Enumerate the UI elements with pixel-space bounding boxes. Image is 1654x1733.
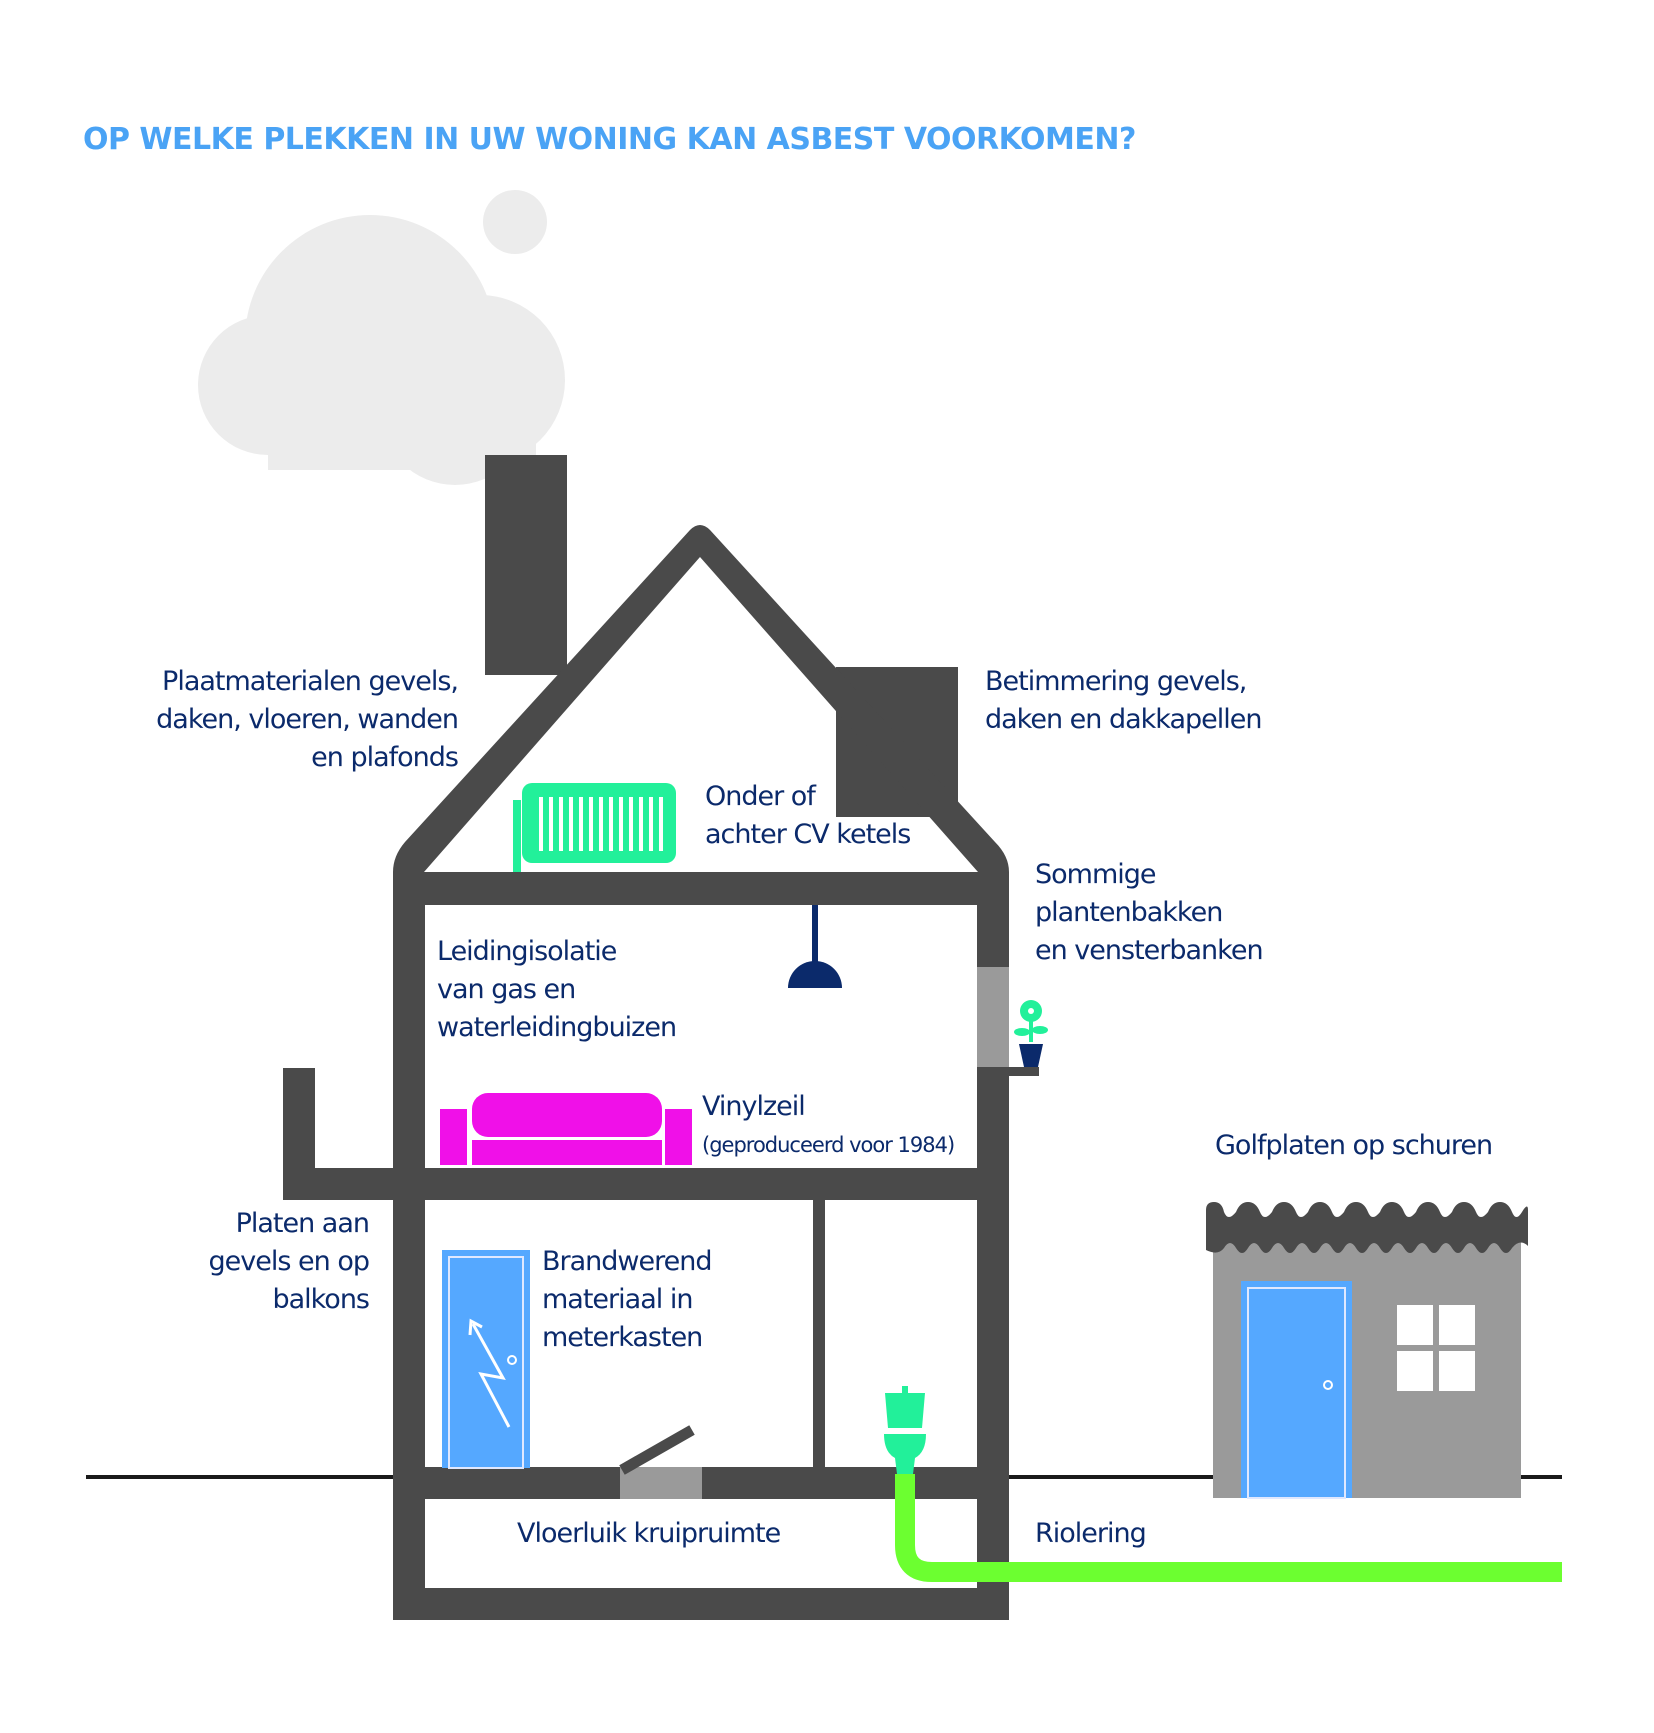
label-line: daken en dakkapellen (985, 704, 1262, 735)
sill-ledge (977, 1067, 1039, 1076)
sewer-pipe-icon (895, 1474, 1562, 1582)
label-line: (geproduceerd voor 1984) (702, 1133, 955, 1157)
label-line: Vinylzeil (702, 1091, 806, 1122)
label-betimmering: Betimmering gevels, daken en dakkapellen (985, 663, 1262, 739)
label-line: waterleidingbuizen (437, 1012, 677, 1043)
label-line: daken, vloeren, wanden (156, 704, 459, 735)
label-brandwerend: Brandwerend materiaal in meterkasten (542, 1243, 712, 1357)
label-line: Riolering (1035, 1518, 1147, 1549)
label-platen-gevels: Platen aan gevels en op balkons (208, 1205, 370, 1319)
label-line: Sommige (1035, 859, 1157, 890)
label-line: Onder of (705, 781, 816, 812)
label-line: Brandwerend (542, 1246, 712, 1277)
sofa-icon (440, 1093, 692, 1165)
label-line: Platen aan (235, 1208, 370, 1239)
label-leidingisolatie: Leidingisolatie van gas en waterleidingb… (437, 933, 677, 1047)
toilet-icon (884, 1386, 926, 1474)
label-line: Betimmering gevels, (985, 666, 1247, 697)
label-vloerluik: Vloerluik kruipruimte (517, 1515, 781, 1553)
attic-floor (393, 872, 1009, 905)
label-plantenbakken: Sommige plantenbakken en vensterbanken (1035, 856, 1264, 970)
label-vinylzeil: Vinylzeil (geproduceerd voor 1984) (702, 1088, 955, 1164)
smoke-icon (514, 436, 536, 456)
label-line: Leidingisolatie (437, 936, 617, 967)
radiator-icon (513, 783, 676, 872)
label-golfplaten: Golfplaten op schuren (1215, 1127, 1493, 1165)
label-line: materiaal in (542, 1284, 693, 1315)
label-line: meterkasten (542, 1322, 703, 1353)
window-icon (1397, 1305, 1475, 1391)
balcony-floor (283, 1168, 403, 1200)
door-icon (442, 1250, 530, 1469)
label-cv-ketels: Onder of achter CV ketels (705, 778, 911, 854)
interior-wall (813, 1200, 825, 1470)
page-title: OP WELKE PLEKKEN IN UW WONING KAN ASBEST… (83, 122, 1136, 157)
chimney (485, 455, 567, 675)
label-line: gevels en op (208, 1246, 370, 1277)
label-line: Golfplaten op schuren (1215, 1130, 1493, 1161)
label-plaatmaterialen: Plaatmaterialen gevels, daken, vloeren, … (156, 663, 459, 777)
cloud-icon (198, 190, 565, 485)
first-floor (393, 1168, 1009, 1200)
shed-icon (1206, 1202, 1528, 1499)
label-line: balkons (272, 1284, 370, 1315)
flower-pot-icon (1014, 1000, 1048, 1067)
label-line: Plaatmaterialen gevels, (162, 666, 459, 697)
floor-hatch-icon (619, 1425, 702, 1499)
label-line: plantenbakken (1035, 897, 1223, 928)
left-wall (393, 872, 425, 1620)
label-line: en plafonds (311, 742, 459, 773)
label-riolering: Riolering (1035, 1515, 1147, 1553)
window-sill (977, 967, 1009, 1067)
label-line: en vensterbanken (1035, 935, 1264, 966)
label-line: achter CV ketels (705, 819, 911, 850)
foundation (393, 1588, 1009, 1620)
label-line: van gas en (437, 974, 576, 1005)
lightning-icon (468, 1318, 511, 1428)
label-line: Vloerluik kruipruimte (517, 1518, 781, 1549)
ceiling-lamp-icon (788, 905, 842, 988)
